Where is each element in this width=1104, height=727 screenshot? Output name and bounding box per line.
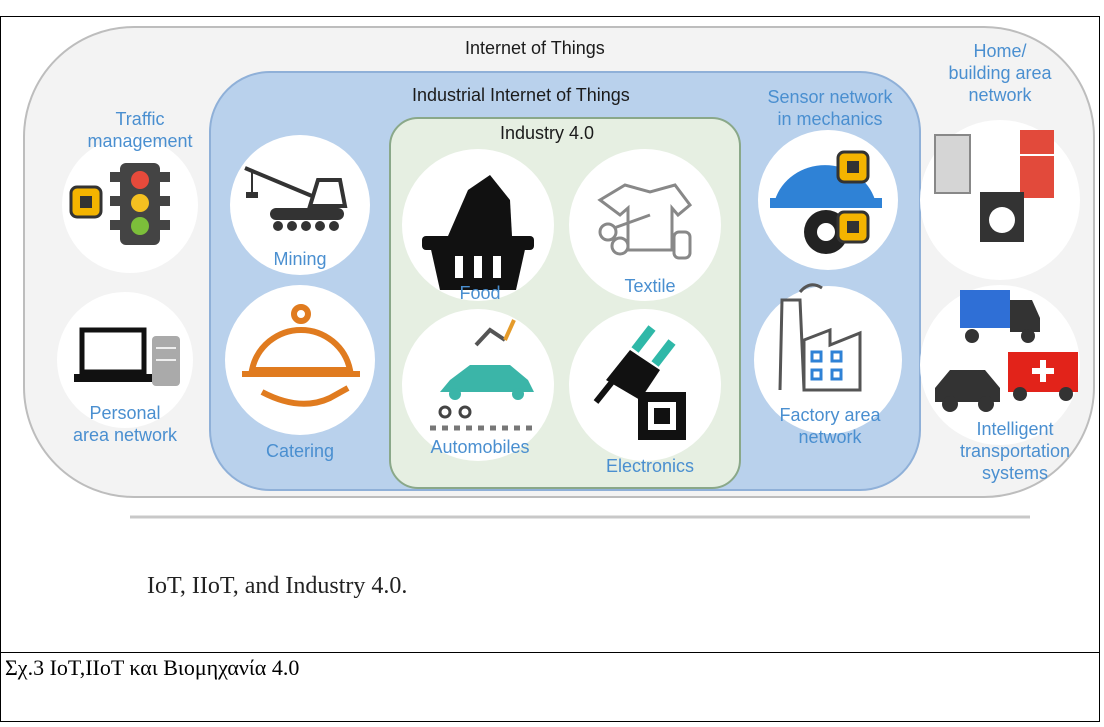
basket-icon [422,175,534,290]
hard-hat-gear-icon [770,150,882,254]
factory-icon [778,283,862,392]
factory-circle [754,286,902,434]
catering-circle [225,285,375,435]
industry40-title: Industry 4.0 [500,123,595,143]
table-caption: Σχ.3 IoT,IIoT και Βιομηχανία 4.0 [5,655,300,680]
shirt-scissors-icon [597,183,693,260]
table-frame [0,16,1100,722]
mining-circle [230,135,370,275]
vehicles-icon [935,290,1078,412]
server-icon [152,336,180,386]
label-electronics: Electronics [605,456,695,476]
label-food: Food [459,283,501,303]
traffic-light-icon [110,163,170,245]
textile-circle [569,149,721,301]
label-automobiles: Automobiles [430,437,530,457]
car-assembly-icon [430,319,534,431]
label-mining: Mining [273,249,327,269]
label-catering: Catering [265,441,335,461]
iiot-title: Industrial Internet of Things [412,85,630,105]
chip-icon [69,185,103,219]
appliances-icon [934,130,1054,242]
table-row-divider [1,652,1099,653]
laptop-icon [74,327,154,382]
iot-title: Internet of Things [465,38,605,58]
crane-icon [244,166,348,231]
label-textile: Textile [624,276,676,296]
table-bottom-border [1,721,1099,722]
figure-caption: IoT, IIoT, and Industry 4.0. [147,573,408,599]
cloche-icon [242,304,360,407]
plug-chip-icon [593,325,686,440]
